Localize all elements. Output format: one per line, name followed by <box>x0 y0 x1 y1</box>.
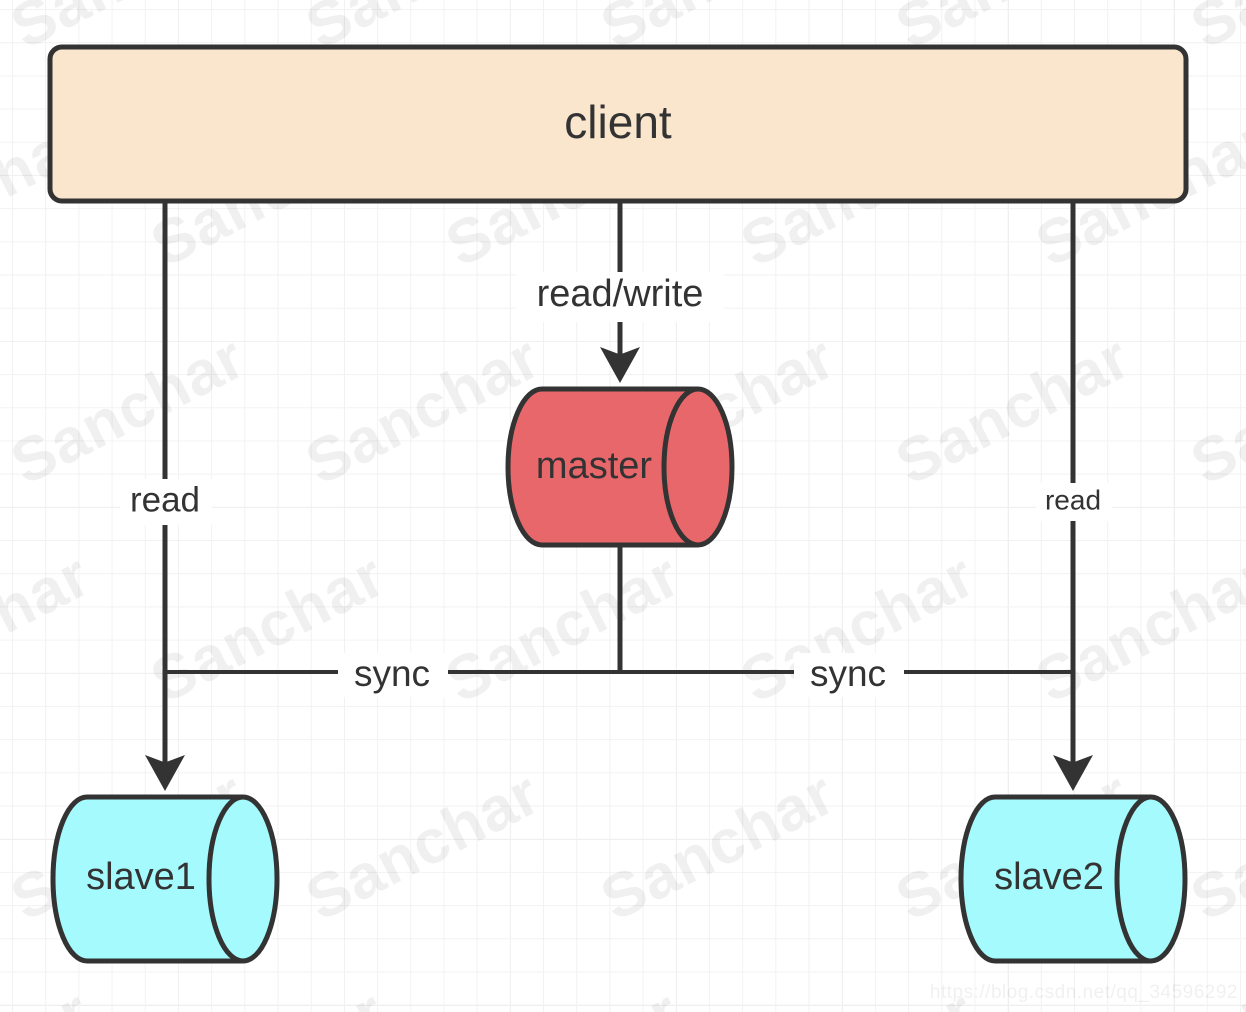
edge-label-bg-read-right <box>1036 483 1112 521</box>
slave2-cylinder-end-ellipse <box>1114 794 1152 964</box>
node-slave2[interactable]: slave2 <box>958 794 1188 964</box>
edge-label-bg-sync-right <box>794 653 904 697</box>
edge-label-bg-read-left <box>120 479 212 525</box>
master-label: master <box>536 445 652 487</box>
edges-group: read/write read read sync <box>120 201 1112 792</box>
node-client[interactable]: client <box>47 44 1189 204</box>
edge-label-bg-sync-left <box>338 653 448 697</box>
edge-label-sync-left: sync <box>354 653 430 694</box>
slave1-label: slave1 <box>86 856 196 898</box>
client-label: client <box>564 96 672 148</box>
edge-label-read-left: read <box>130 480 200 519</box>
edge-client-to-slave2[interactable]: read <box>1036 201 1112 792</box>
source-url-watermark: https://blog.csdn.net/qq_34596292 <box>929 982 1238 1003</box>
edge-client-to-slave1[interactable]: read <box>120 201 212 792</box>
edge-master-to-slave2-sync[interactable]: sync <box>794 653 904 697</box>
edge-label-bg-read-write <box>516 272 724 322</box>
node-slave1[interactable]: slave1 <box>50 794 280 964</box>
edge-master-to-slave1-sync[interactable]: sync <box>338 653 448 697</box>
slave2-label: slave2 <box>994 856 1104 898</box>
edge-client-to-master[interactable]: read/write <box>516 201 724 384</box>
client-box-shape <box>47 44 1189 204</box>
edge-label-sync-right: sync <box>810 653 886 694</box>
slave1-cylinder-end-ellipse <box>206 794 244 964</box>
master-cylinder-end-ellipse <box>661 386 699 548</box>
edge-label-read-right: read <box>1045 484 1101 515</box>
node-master[interactable]: master <box>505 386 735 548</box>
edge-label-read-write: read/write <box>537 273 704 315</box>
